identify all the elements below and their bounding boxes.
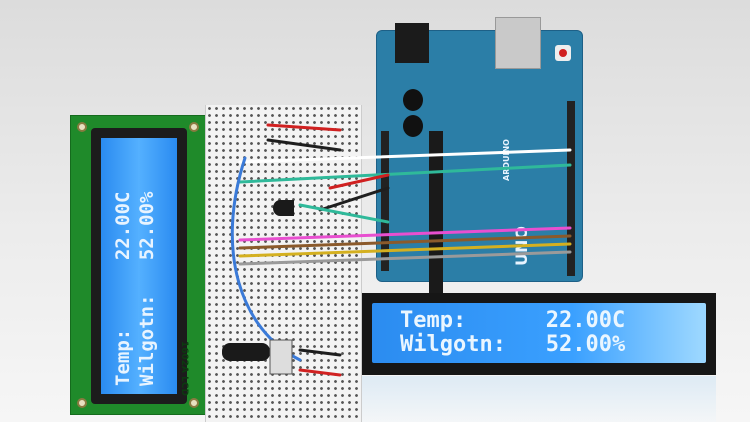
lcd-text: Temp: 22.00C Wilgotn: 52.00%: [400, 309, 625, 357]
wire-gray: [238, 250, 572, 266]
lcd-display-closeup: Temp: 22.00C Wilgotn: 52.00%: [362, 293, 716, 375]
digital-header: [567, 101, 575, 276]
lcd-screen: Temp: 22.00C Wilgotn: 52.00%: [372, 303, 706, 363]
wire-pink: [238, 226, 572, 242]
sensor-icon: [273, 200, 294, 216]
wire-red: [266, 123, 342, 132]
wire-red-2: [328, 173, 390, 190]
power-header: [381, 131, 389, 271]
potentiometer-body: [269, 339, 293, 375]
line2-value: 52.00%: [545, 332, 626, 357]
line2-label: Wilgotn:: [400, 332, 506, 357]
lcd-module-vertical: Temp: 22.00C Wilgotn: 52.00% 1602A LCD: [70, 115, 206, 415]
mount-hole: [77, 122, 87, 132]
lcd-reflection: [362, 376, 716, 422]
reset-button: [555, 45, 571, 61]
power-jack: [395, 23, 429, 63]
usb-port: [495, 17, 541, 69]
potentiometer: [222, 343, 270, 361]
wire-white: [238, 148, 572, 164]
capacitor: [403, 115, 423, 137]
lcd-screen: Temp: 22.00C Wilgotn: 52.00%: [101, 138, 177, 394]
wire-yellow: [238, 242, 572, 258]
wire-black-3: [298, 348, 342, 357]
mount-hole: [189, 122, 199, 132]
wire-black-2: [318, 186, 390, 212]
line1-label: Temp:: [400, 308, 467, 333]
wire-brown: [238, 234, 572, 250]
wire-red-3: [298, 368, 342, 377]
wire-teal-2: [298, 203, 390, 224]
wire-blue: [230, 156, 302, 362]
mount-hole: [77, 398, 87, 408]
mount-hole: [189, 398, 199, 408]
wire-black: [266, 138, 342, 152]
wire-teal: [238, 163, 572, 184]
capacitor: [403, 89, 423, 111]
line1-value: 22.00C: [545, 308, 626, 333]
